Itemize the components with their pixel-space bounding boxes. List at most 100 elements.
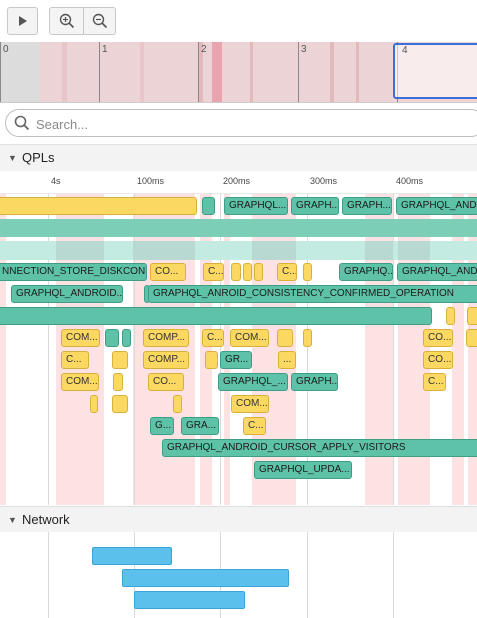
qpl-bar[interactable] — [202, 197, 215, 215]
network-request-bar[interactable] — [122, 569, 289, 587]
qpl-bar[interactable] — [303, 263, 312, 281]
qpl-bar[interactable]: COM... — [61, 329, 100, 347]
grid-line — [393, 532, 394, 618]
qpl-bar[interactable]: COMP... — [143, 329, 189, 347]
qpl-bar[interactable]: GRAPHQL_ANDROID_CURSOR_APPLY_VISITORS — [162, 439, 477, 457]
qpl-bar[interactable] — [466, 329, 477, 347]
section-title: Network — [22, 512, 70, 527]
qpl-span-overlap — [252, 241, 296, 260]
highlight-region — [224, 171, 230, 505]
chevron-down-icon: ▼ — [8, 515, 17, 525]
search-input[interactable] — [34, 115, 438, 133]
qpl-bar[interactable]: GRA... — [181, 417, 219, 435]
qpl-bar[interactable]: NNECTION_STORE_DISKCON... — [0, 263, 147, 281]
qpl-bar[interactable]: GRAPH... — [291, 197, 339, 215]
qpl-bar[interactable] — [0, 307, 432, 325]
minimap-region — [140, 42, 144, 102]
minimap-region — [330, 42, 334, 102]
minimap-tick — [198, 42, 199, 102]
qpl-bar[interactable]: GRAPHQL_ANDR — [396, 197, 477, 215]
qpl-bar[interactable]: COM... — [230, 329, 269, 347]
timeline-minimap[interactable]: 0 1 2 3 4 — [0, 42, 477, 103]
qpl-bar[interactable]: C... — [202, 329, 224, 347]
qpl-span-overlap — [365, 241, 393, 260]
minimap-tick — [0, 42, 1, 102]
minimap-region — [62, 42, 67, 102]
qpl-bar[interactable]: CO... — [150, 263, 186, 281]
qpl-bar[interactable]: GRAPHQL_... — [218, 373, 288, 391]
qpl-bar[interactable]: GRAPH... — [291, 373, 338, 391]
minimap-region — [198, 42, 203, 102]
grid-line — [48, 532, 49, 618]
grid-line — [307, 532, 308, 618]
qpl-bar[interactable]: GRAPHQL... — [224, 197, 288, 215]
qpl-bar[interactable] — [446, 307, 455, 325]
qpls-section-header[interactable]: ▼ QPLs — [0, 144, 477, 172]
search-box[interactable] — [5, 109, 477, 137]
qpl-bar[interactable]: COM... — [231, 395, 269, 413]
qpl-bar[interactable]: C... — [203, 263, 224, 281]
qpl-bar[interactable] — [105, 329, 119, 347]
qpl-span-overlap — [56, 241, 104, 260]
qpl-bar[interactable] — [113, 373, 123, 391]
qpl-bar[interactable] — [254, 263, 263, 281]
qpl-bar[interactable]: CO... — [148, 373, 184, 391]
qpl-bar[interactable] — [303, 329, 312, 347]
qpl-bar[interactable]: GRAPHQL_ANDR — [397, 263, 477, 281]
qpl-bar[interactable] — [112, 395, 128, 413]
zoom-in-icon[interactable] — [53, 8, 81, 34]
minimap-tick-label: 3 — [301, 44, 307, 55]
qpl-bar[interactable] — [173, 395, 182, 413]
qpl-bar[interactable] — [277, 329, 293, 347]
network-request-bar[interactable] — [92, 547, 172, 565]
qpl-bar[interactable]: GR... — [220, 351, 252, 369]
time-ruler: 4s 100ms 200ms 300ms 400ms — [0, 171, 477, 194]
minimap-tick-label: 4 — [402, 45, 408, 56]
play-button[interactable] — [7, 7, 38, 35]
qpl-bar[interactable]: GRAPH... — [342, 197, 392, 215]
ruler-label: 200ms — [223, 176, 251, 186]
qpl-bar[interactable] — [112, 351, 128, 369]
minimap-region — [212, 42, 222, 102]
minimap-viewport-window[interactable]: 4 — [393, 43, 477, 99]
qpl-bar[interactable]: C... — [423, 373, 446, 391]
qpl-bar[interactable]: GRAPHQL_ANROID_CONSISTENCY_CONFIRMED_OPE… — [148, 285, 477, 303]
qpl-bar[interactable] — [205, 351, 218, 369]
chevron-down-icon: ▼ — [8, 153, 17, 163]
qpl-bar[interactable]: COMP... — [143, 351, 189, 369]
minimap-tick-label: 1 — [102, 44, 108, 55]
qpl-bar[interactable]: C... — [243, 417, 266, 435]
zoom-out-icon[interactable] — [86, 8, 114, 34]
qpl-bar[interactable] — [0, 197, 197, 215]
grid-line — [134, 171, 135, 505]
qpl-bar[interactable]: G... — [150, 417, 174, 435]
minimap-region — [356, 42, 359, 102]
qpl-bar[interactable]: GRAPHQ... — [339, 263, 393, 281]
qpl-bar[interactable]: CO... — [423, 351, 453, 369]
qpl-span-band[interactable] — [0, 219, 477, 237]
qpl-bar[interactable] — [243, 263, 252, 281]
qpl-bar[interactable] — [467, 307, 477, 325]
qpl-track: 4s 100ms 200ms 300ms 400ms GRAPHQL... GR… — [0, 171, 477, 505]
qpl-bar[interactable] — [90, 395, 98, 413]
network-section-header[interactable]: ▼ Network — [0, 506, 477, 534]
section-title: QPLs — [22, 150, 55, 165]
qpl-bar[interactable]: GRAPHQL_ANDROID... — [11, 285, 123, 303]
qpl-span-overlap — [398, 241, 430, 260]
qpl-bar[interactable]: C... — [61, 351, 89, 369]
play-icon — [9, 8, 37, 34]
network-request-bar[interactable] — [134, 591, 245, 609]
qpl-bar[interactable]: C... — [277, 263, 297, 281]
zoom-controls — [49, 7, 116, 35]
grid-line — [48, 171, 49, 505]
qpl-bar[interactable] — [231, 263, 241, 281]
minimap-tick — [298, 42, 299, 102]
divider — [83, 8, 84, 34]
ruler-label: 300ms — [310, 176, 338, 186]
qpl-span-band[interactable] — [0, 241, 477, 260]
qpl-bar[interactable]: GRAPHQL_UPDA... — [254, 461, 352, 479]
qpl-bar[interactable] — [122, 329, 131, 347]
qpl-bar[interactable]: CO... — [423, 329, 453, 347]
qpl-bar[interactable]: COM... — [61, 373, 99, 391]
qpl-bar[interactable]: ... — [278, 351, 296, 369]
